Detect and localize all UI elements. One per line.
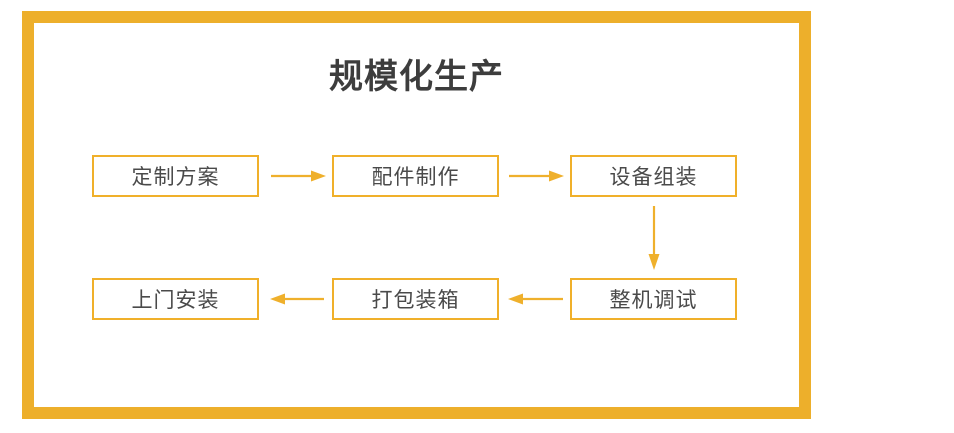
flow-node-packing-crating[interactable]: 打包装箱 (332, 278, 499, 320)
outer-gold-frame (22, 11, 811, 419)
flow-node-onsite-installation[interactable]: 上门安装 (92, 278, 259, 320)
flow-node-equipment-assembly[interactable]: 设备组装 (570, 155, 737, 197)
page-title: 规模化生产 (329, 58, 504, 96)
flow-node-custom-plan[interactable]: 定制方案 (92, 155, 259, 197)
flow-node-parts-manufacturing[interactable]: 配件制作 (332, 155, 499, 197)
flow-node-machine-debugging[interactable]: 整机调试 (570, 278, 737, 320)
